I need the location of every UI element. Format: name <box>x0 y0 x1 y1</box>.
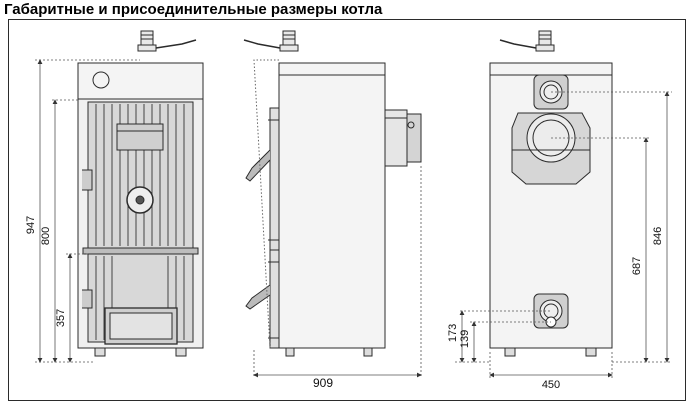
rear-dimensions <box>455 91 672 378</box>
dim-909-label: 909 <box>313 376 333 390</box>
side-view <box>243 30 422 357</box>
rear-view <box>489 30 613 357</box>
side-upper-handle <box>245 149 271 182</box>
flue-pipe-front <box>137 30 197 52</box>
dim-450-label: 450 <box>542 379 560 391</box>
flue-pipe-side <box>243 30 299 52</box>
rear-top <box>489 62 613 76</box>
diagram-title: Габаритные и присоединительные размеры к… <box>4 1 383 18</box>
dim-173-label: 173 <box>447 324 459 342</box>
dim-846-label: 846 <box>652 227 664 245</box>
front-top-panel <box>77 62 204 100</box>
dim-357-label: 357 <box>55 309 67 327</box>
side-lower-handle <box>245 284 271 310</box>
dim-139-label: 139 <box>459 330 471 348</box>
front-view <box>77 30 204 357</box>
side-body <box>278 74 386 349</box>
front-dimensions <box>35 59 140 363</box>
upper-inner-frame <box>116 123 164 151</box>
side-top <box>278 62 386 76</box>
sight-glass <box>92 71 110 89</box>
dim-947-label: 947 <box>25 216 37 234</box>
side-door-profile <box>269 107 280 349</box>
side-dimension <box>253 166 422 378</box>
dim-800-label: 800 <box>40 227 52 245</box>
flue-pipe-rear <box>499 30 555 52</box>
dim-687-label: 687 <box>631 257 643 275</box>
drawing-frame <box>8 19 686 401</box>
